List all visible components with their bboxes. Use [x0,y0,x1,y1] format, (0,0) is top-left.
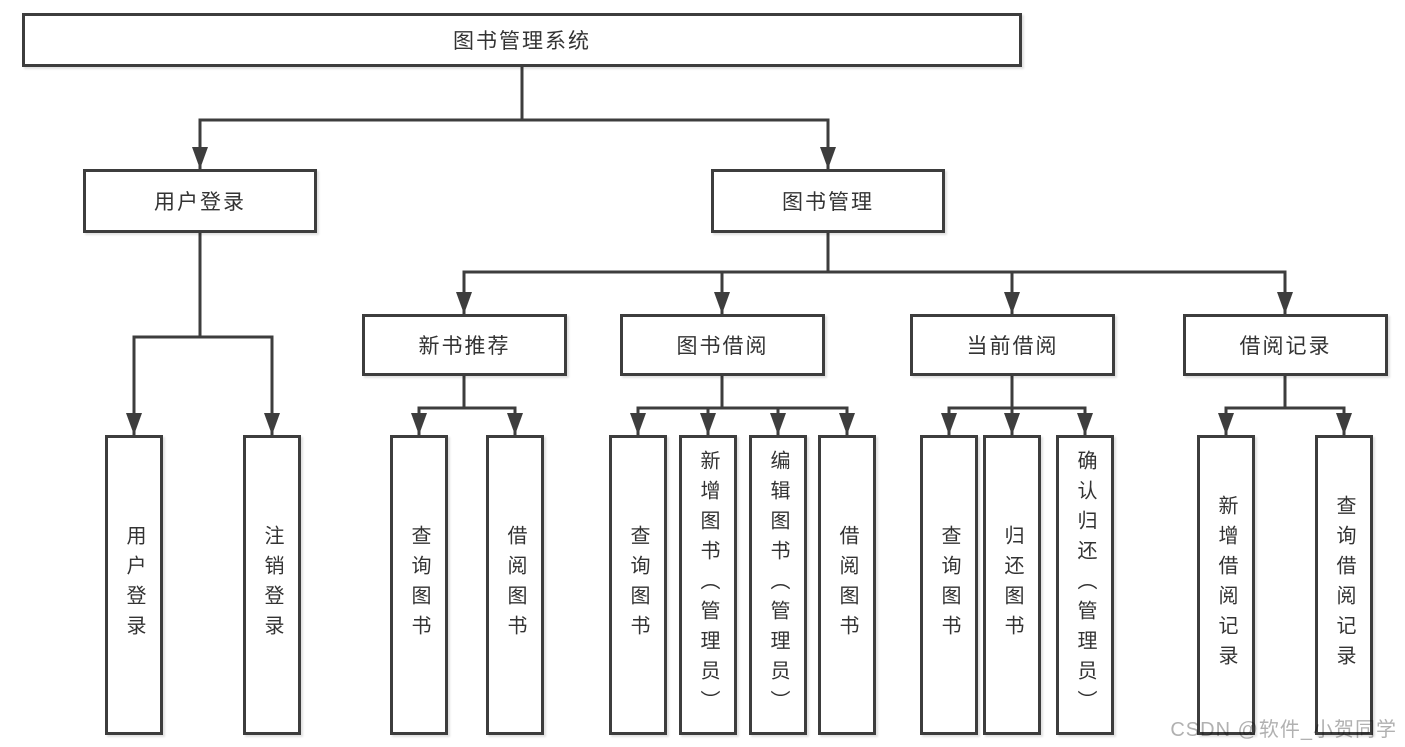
arrow-down-icon [714,292,730,314]
leaf-query-books-recommend: 查询图书 [390,435,448,735]
node-label: 借阅图书 [504,525,526,645]
arrow-down-icon [700,413,716,435]
connector-current-borrow-to-leaves [947,376,1087,435]
leaf-query-books-borrow: 查询图书 [609,435,667,735]
arrow-down-icon [192,147,208,169]
node-label: 归还图书 [1001,525,1023,645]
node-label: 编辑图书（管理员） [767,450,789,720]
leaf-add-books-admin: 新增图书（管理员） [679,435,737,735]
node-label: 借阅图书 [836,525,858,645]
csdn-watermark: CSDN @软件_小贺同学 [1170,719,1397,741]
arrow-down-icon [1336,413,1352,435]
node-label: 用户登录 [154,191,246,214]
leaf-logout: 注销登录 [243,435,301,735]
arrow-down-icon [1004,413,1020,435]
arrow-down-icon [839,413,855,435]
node-label: 用户登录 [123,525,145,645]
node-label: 查询借阅记录 [1333,495,1355,675]
node-new-book-recommend: 新书推荐 [362,314,567,376]
connector-root-to-level2 [198,67,830,169]
node-label: 当前借阅 [966,335,1059,358]
node-label: 新增图书（管理员） [697,450,719,720]
arrow-down-icon [820,147,836,169]
node-label: 查询图书 [408,525,430,645]
node-root-system: 图书管理系统 [22,13,1022,67]
arrow-down-icon [456,292,472,314]
node-book-borrowing: 图书借阅 [620,314,825,376]
leaf-add-borrow-record: 新增借阅记录 [1197,435,1255,735]
connector-new-book-to-leaves [417,376,517,435]
node-current-borrowing: 当前借阅 [910,314,1115,376]
leaf-borrow-books-recommend: 借阅图书 [486,435,544,735]
node-label: 确认归还（管理员） [1074,450,1096,720]
node-label: 图书借阅 [676,335,769,358]
arrow-down-icon [1218,413,1234,435]
node-label: 查询图书 [938,525,960,645]
node-label: 图书管理 [782,191,874,214]
node-user-login: 用户登录 [83,169,317,233]
node-label: 新书推荐 [418,335,511,358]
leaf-borrow-books: 借阅图书 [818,435,876,735]
arrow-down-icon [411,413,427,435]
arrow-down-icon [507,413,523,435]
arrow-down-icon [1077,413,1093,435]
leaf-return-books: 归还图书 [983,435,1041,735]
leaf-confirm-return-admin: 确认归还（管理员） [1056,435,1114,735]
node-label: 查询图书 [627,525,649,645]
leaf-user-login: 用户登录 [105,435,163,735]
arrow-down-icon [941,413,957,435]
arrow-down-icon [1004,292,1020,314]
node-label: 借阅记录 [1239,335,1332,358]
node-borrow-records: 借阅记录 [1183,314,1388,376]
arrow-down-icon [770,413,786,435]
connector-book-mgmt-to-level3 [462,233,1287,314]
connector-book-borrow-to-leaves [636,376,849,435]
node-label: 图书管理系统 [453,30,591,53]
leaf-query-books-current: 查询图书 [920,435,978,735]
node-label: 新增借阅记录 [1215,495,1237,675]
leaf-edit-books-admin: 编辑图书（管理员） [749,435,807,735]
node-label: 注销登录 [261,525,283,645]
arrow-down-icon [1277,292,1293,314]
arrow-down-icon [126,413,142,435]
node-book-management: 图书管理 [711,169,945,233]
arrow-down-icon [264,413,280,435]
connector-borrow-records-to-leaves [1224,376,1346,435]
arrow-down-icon [630,413,646,435]
connector-user-login-to-leaves [132,233,274,435]
leaf-query-borrow-record: 查询借阅记录 [1315,435,1373,735]
